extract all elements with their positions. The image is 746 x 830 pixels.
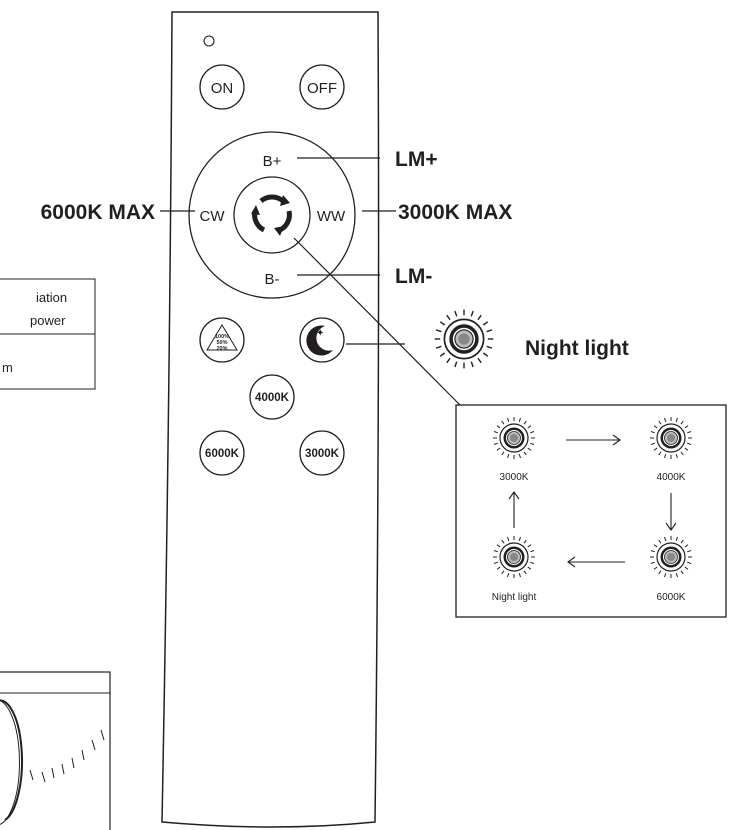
ww-max-callout: 3000K MAX	[398, 201, 512, 224]
off-button-label: OFF	[307, 80, 337, 97]
brightness-down-label: B-	[265, 271, 280, 288]
dimmer-level-3: 20%	[216, 346, 227, 352]
callouts: LM+ LM- 6000K MAX 3000K MAX Night light	[41, 148, 629, 406]
recycle-triangle-icon	[206, 324, 238, 351]
dimmer-level-button[interactable]: 100% 50% 20%	[199, 317, 245, 363]
brightness-down-button[interactable]: B-	[265, 271, 280, 288]
table-header-line1: iation	[36, 290, 67, 305]
table-value: m	[2, 360, 13, 375]
cycle-step-night-light: Night light	[492, 592, 537, 603]
preset-4000k-button[interactable]: 4000K	[249, 374, 295, 420]
on-button-label: ON	[211, 80, 234, 97]
on-button[interactable]: ON	[199, 64, 245, 110]
lm-plus-callout: LM+	[395, 148, 438, 171]
night-light-lamp-icon	[433, 308, 495, 370]
brightness-up-label: B+	[263, 153, 282, 170]
warm-white-label: WW	[317, 208, 346, 225]
cycle-step-3000k: 3000K	[500, 472, 529, 483]
preset-6000k-button[interactable]: 6000K	[199, 430, 245, 476]
preset-3000k-button[interactable]: 3000K	[299, 430, 345, 476]
star-icon: ✦	[316, 328, 324, 339]
off-button[interactable]: OFF	[299, 64, 345, 110]
table-header-line2: power	[30, 313, 66, 328]
cool-white-button[interactable]: CW	[200, 208, 226, 225]
night-light-button[interactable]: ✦ ✦	[299, 317, 345, 363]
cycle-step-6000k: 6000K	[657, 592, 686, 603]
lm-minus-callout: LM-	[395, 265, 432, 288]
control-dial: B+ B- CW WW	[188, 131, 356, 299]
cycle-button[interactable]	[233, 176, 311, 254]
brightness-up-button[interactable]: B+	[263, 153, 282, 170]
preset-3000k-label: 3000K	[305, 448, 340, 460]
partial-product-drawing	[0, 671, 111, 830]
dimmer-level-2: 50%	[216, 340, 227, 346]
preset-6000k-label: 6000K	[205, 448, 240, 460]
preset-4000k-label: 4000K	[255, 392, 290, 404]
star-icon-small: ✦	[309, 339, 317, 350]
cycle-sequence-box: 3000K 4000K 6000K Night light	[455, 404, 727, 618]
indicator-led	[203, 35, 215, 47]
warm-white-button[interactable]: WW	[317, 208, 346, 225]
remote-control: ON OFF B+ B- CW WW	[161, 11, 380, 828]
cycle-arrows	[508, 434, 677, 568]
cycle-step-4000k: 4000K	[657, 472, 686, 483]
dimmer-level-1: 100%	[215, 334, 229, 340]
left-spec-table: iation power m	[0, 278, 96, 390]
cw-max-callout: 6000K MAX	[41, 201, 155, 224]
moon-icon	[306, 325, 333, 356]
cool-white-label: CW	[200, 208, 226, 225]
night-light-callout: Night light	[525, 337, 629, 360]
